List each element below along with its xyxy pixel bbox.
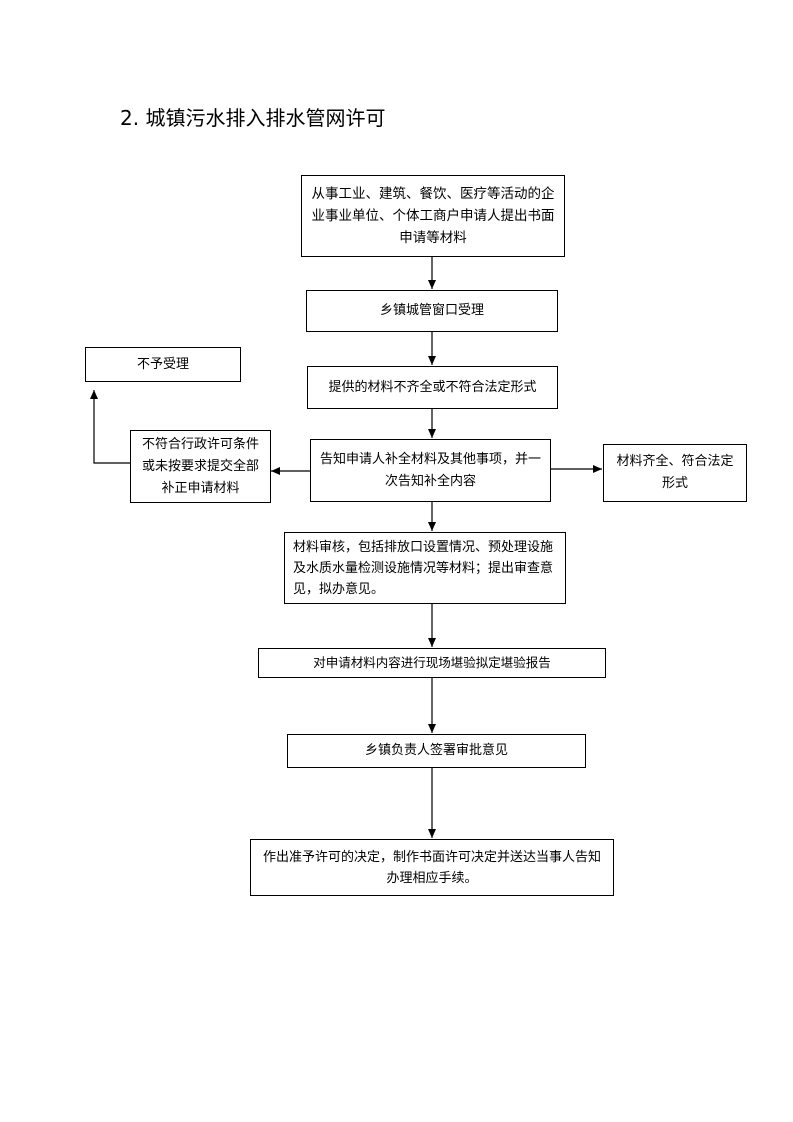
complete-box: 材料齐全、符合法定形式	[603, 444, 747, 502]
arrow-reject-to-not-accept	[90, 390, 130, 464]
review-text: 材料审核，包括排放口设置情况、预处理设施及水质水量检测设施情况等材料；提出审查意…	[293, 539, 554, 597]
accept-text: 乡镇城管窗口受理	[379, 303, 484, 318]
incomplete-text: 提供的材料不齐全或不符合法定形式	[328, 379, 537, 395]
inspect-text: 对申请材料内容进行现场堪验拟定堪验报告	[313, 655, 551, 670]
decision-text: 作出准予许可的决定，制作书面许可决定并送达当事人告知办理相应手续。	[262, 849, 601, 886]
incomplete-box: 提供的材料不齐全或不符合法定形式	[307, 366, 558, 409]
decision-box: 作出准予许可的决定，制作书面许可决定并送达当事人告知办理相应手续。	[250, 839, 614, 896]
not-accept-box: 不予受理	[85, 347, 241, 382]
complete-text: 材料齐全、符合法定形式	[616, 454, 734, 491]
accept-box: 乡镇城管窗口受理	[306, 290, 558, 332]
review-box: 材料审核，包括排放口设置情况、预处理设施及水质水量检测设施情况等材料；提出审查意…	[284, 532, 566, 604]
not-accept-text: 不予受理	[136, 356, 189, 372]
reject-condition-text: 不符合行政许可条件或未按要求提交全部补正申请材料	[141, 436, 259, 496]
sign-box: 乡镇负责人签署审批意见	[287, 734, 586, 768]
apply-text: 从事工业、建筑、餐饮、医疗等活动的企业事业单位、个体工商户申请人提出书面申请等材…	[311, 186, 555, 246]
apply-box: 从事工业、建筑、餐饮、医疗等活动的企业事业单位、个体工商户申请人提出书面申请等材…	[301, 175, 565, 257]
notify-box: 告知申请人补全材料及其他事项，并一次告知补全内容	[310, 439, 551, 502]
notify-text: 告知申请人补全材料及其他事项，并一次告知补全内容	[319, 451, 541, 489]
reject-condition-box: 不符合行政许可条件或未按要求提交全部补正申请材料	[130, 430, 271, 503]
sign-text: 乡镇负责人签署审批意见	[364, 743, 508, 758]
page-title: 2. 城镇污水排入排水管网许可	[120, 106, 386, 130]
inspect-box: 对申请材料内容进行现场堪验拟定堪验报告	[258, 648, 606, 678]
